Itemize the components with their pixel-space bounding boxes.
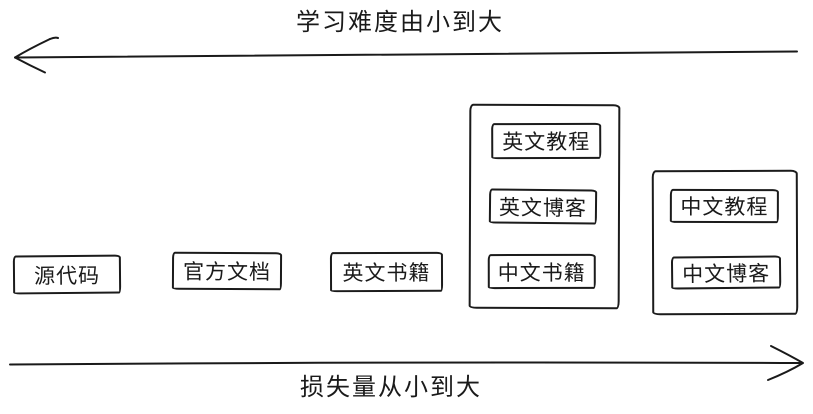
left-arrow-head — [14, 38, 51, 74]
box-chinese-tutorials: 中文教程 — [669, 188, 779, 224]
box-official-docs-label: 官方文档 — [182, 260, 272, 285]
group-box-1: 英文教程 英文博客 中文书籍 — [468, 103, 621, 310]
box-chinese-books: 中文书籍 — [487, 253, 596, 290]
box-official-docs: 官方文档 — [171, 251, 283, 291]
box-chinese-tutorials-label: 中文教程 — [680, 195, 769, 220]
right-arrow-shaft — [9, 361, 801, 366]
box-english-blogs-label: 英文博客 — [498, 196, 588, 220]
left-arrow-shaft — [14, 50, 798, 59]
box-chinese-books-label: 中文书籍 — [497, 261, 586, 285]
bottom-axis-label: 损失量从小到大 — [300, 374, 482, 401]
box-english-tutorials: 英文教程 — [491, 122, 602, 160]
box-english-tutorials-label: 英文教程 — [502, 130, 591, 155]
box-english-books-label: 英文书籍 — [342, 261, 431, 286]
left-arrow — [14, 36, 798, 74]
top-axis-label: 学习难度由小到大 — [296, 9, 504, 36]
right-arrow — [9, 345, 804, 381]
left-arrow-head-flick — [49, 36, 59, 40]
box-english-books: 英文书籍 — [329, 251, 444, 293]
box-english-blogs: 英文博客 — [488, 188, 598, 225]
box-chinese-blogs-label: 中文博客 — [682, 262, 771, 286]
box-source-code: 源代码 — [12, 254, 122, 295]
box-chinese-blogs: 中文博客 — [670, 255, 782, 290]
box-source-code-label: 源代码 — [33, 264, 101, 288]
group-box-2: 中文教程 中文博客 — [651, 169, 799, 316]
right-arrow-head — [767, 345, 804, 381]
